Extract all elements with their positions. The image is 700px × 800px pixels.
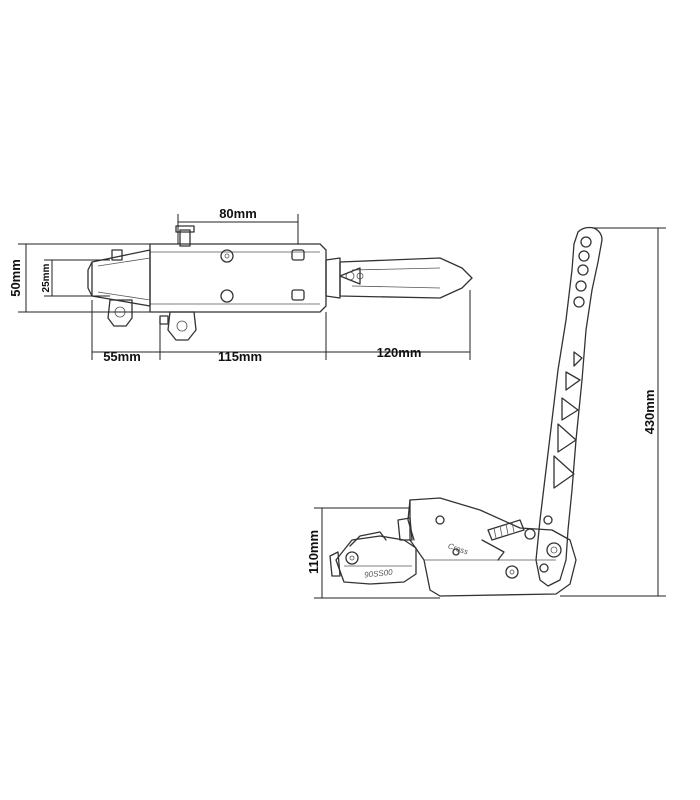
dim-label-430mm: 430mm [642, 390, 657, 435]
dim-label-25mm: 25mm [41, 263, 52, 292]
side-view-drawing [329, 226, 603, 597]
top-view-dimension-lines [18, 214, 471, 360]
side-view-dimension-lines [314, 227, 666, 599]
dim-label-55mm: 55mm [103, 349, 141, 364]
dim-label-80mm: 80mm [219, 206, 257, 221]
cylinder-engraving: 90SS00 [364, 568, 394, 580]
dim-label-115mm: 115mm [218, 349, 262, 364]
dim-label-110mm: 110mm [306, 530, 321, 574]
dim-label-120mm: 120mm [377, 345, 422, 360]
top-view-drawing [87, 225, 473, 341]
dim-label-50mm: 50mm [8, 259, 23, 297]
